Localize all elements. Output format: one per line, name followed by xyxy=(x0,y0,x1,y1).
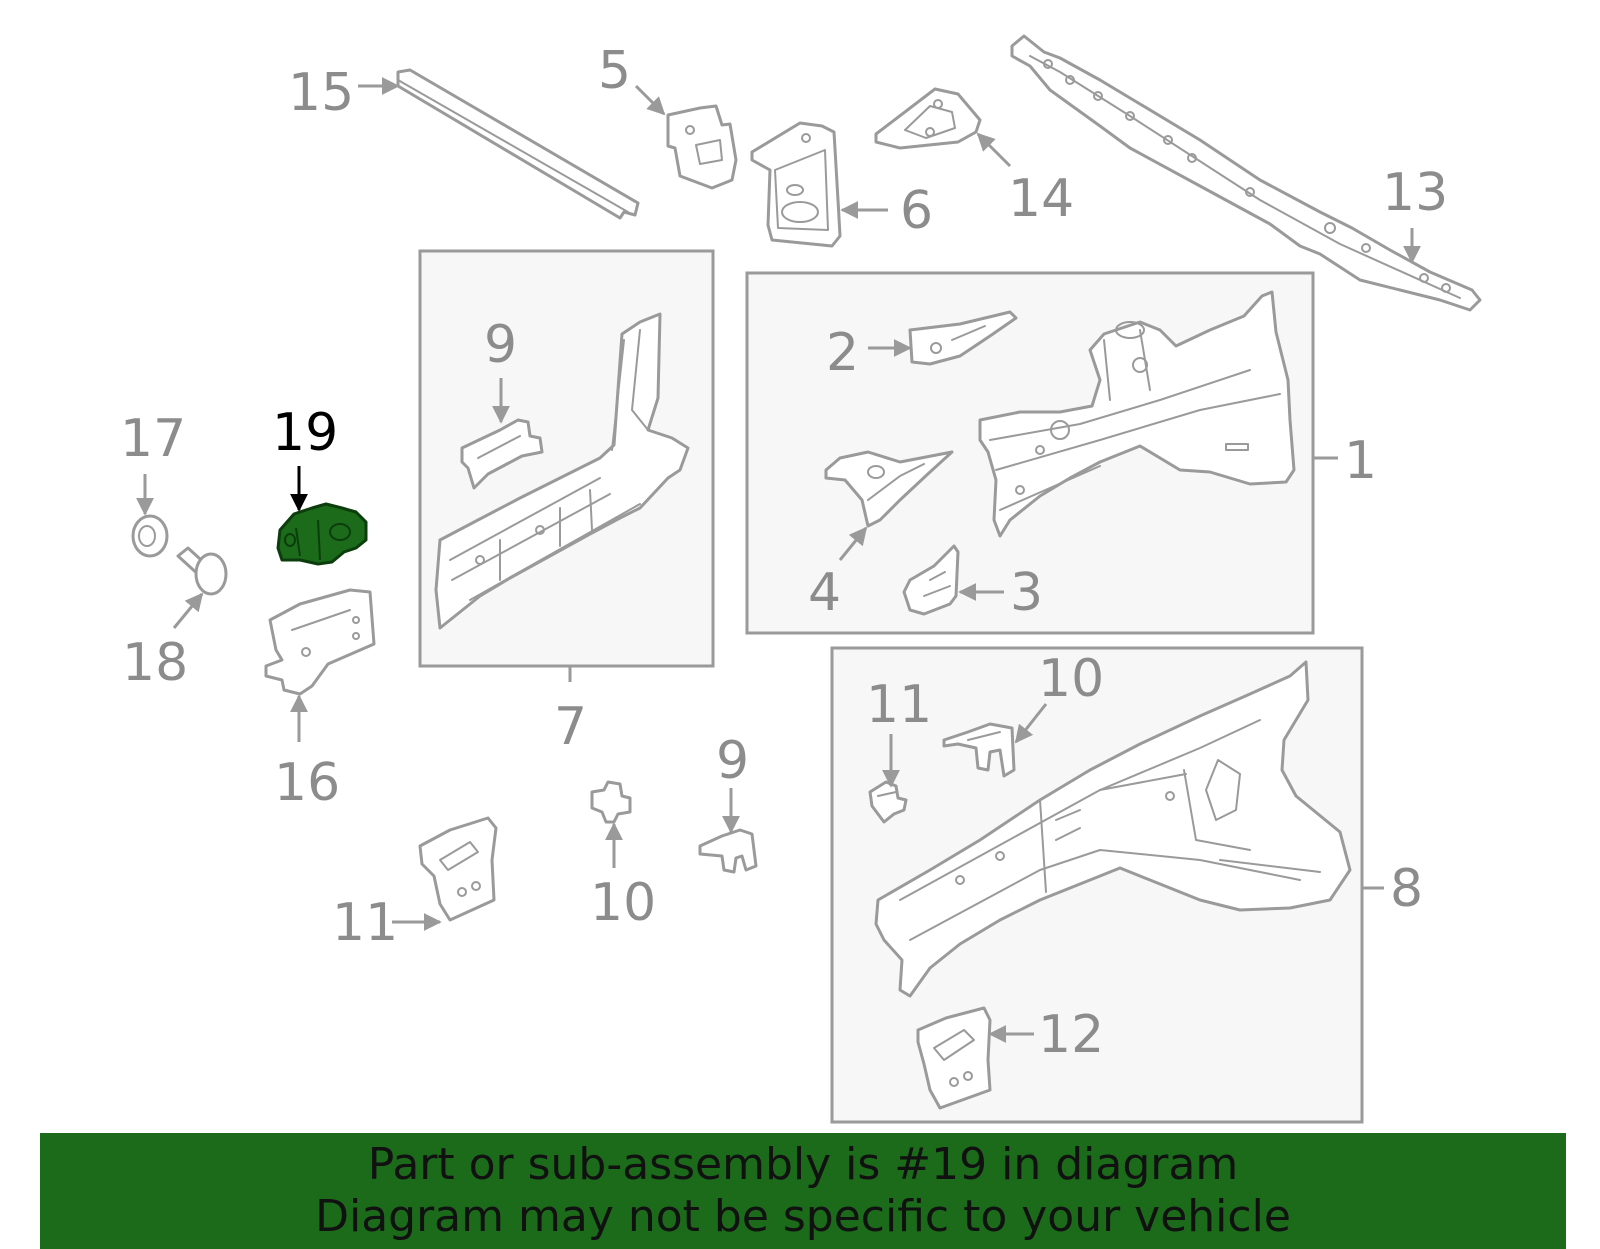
callout-14: 14 xyxy=(1008,169,1074,229)
banner-line-1: Part or sub-assembly is #19 in diagram xyxy=(367,1139,1239,1190)
leader-14 xyxy=(976,132,1012,168)
leader-10b xyxy=(1014,703,1048,744)
callout-8: 8 xyxy=(1390,859,1423,919)
callout-19: 19 xyxy=(272,403,338,463)
callout-13: 13 xyxy=(1382,163,1448,223)
part-9-bracket-lower[interactable] xyxy=(698,828,758,874)
callout-16: 16 xyxy=(274,753,340,813)
part-9-bracket-upper[interactable] xyxy=(460,418,544,490)
part-10-bracket-lower[interactable] xyxy=(590,780,632,824)
callout-1: 1 xyxy=(1344,431,1377,491)
callout-4: 4 xyxy=(808,563,841,623)
part-12-bracket[interactable] xyxy=(916,1006,992,1110)
part-3-bracket[interactable] xyxy=(902,544,960,616)
part-16-bracket[interactable] xyxy=(264,588,376,696)
part-15-rail[interactable] xyxy=(396,68,640,220)
leader-4 xyxy=(838,526,868,561)
part-8-apron-assembly[interactable] xyxy=(874,660,1352,998)
banner-line-2: Diagram may not be specific to your vehi… xyxy=(315,1191,1291,1242)
callout-3: 3 xyxy=(1010,563,1043,623)
part-11-bracket-lower[interactable] xyxy=(418,816,498,922)
callout-15: 15 xyxy=(288,63,354,123)
part-17-nut[interactable] xyxy=(131,514,169,558)
callout-9a: 9 xyxy=(484,315,517,375)
callout-17: 17 xyxy=(120,409,186,469)
callout-7: 7 xyxy=(554,697,587,757)
callout-11b: 11 xyxy=(866,675,932,735)
part-4-bracket[interactable] xyxy=(824,450,954,528)
part-6-panel[interactable] xyxy=(750,121,842,248)
callout-10b: 10 xyxy=(1038,649,1104,709)
leader-18 xyxy=(172,592,204,629)
callout-10a: 10 xyxy=(590,873,656,933)
part-19-bracket-highlighted[interactable] xyxy=(276,502,368,566)
callout-6: 6 xyxy=(900,181,933,241)
callout-11a: 11 xyxy=(332,893,398,953)
part-13-cross-member[interactable] xyxy=(1010,34,1482,312)
callout-12: 12 xyxy=(1038,1005,1104,1065)
callout-18: 18 xyxy=(122,633,188,693)
leader-5 xyxy=(634,84,666,116)
part-2-gusset[interactable] xyxy=(908,310,1018,366)
part-1-front-frame[interactable] xyxy=(978,290,1296,538)
part-14-plate[interactable] xyxy=(874,87,982,150)
callout-9b: 9 xyxy=(716,731,749,791)
part-10-bracket-upper[interactable] xyxy=(942,722,1016,778)
part-5-bracket[interactable] xyxy=(666,104,738,190)
info-banner: Part or sub-assembly is #19 in diagram D… xyxy=(40,1133,1566,1249)
part-11-bracket-upper[interactable] xyxy=(868,780,908,824)
part-7-apron-assembly[interactable] xyxy=(434,312,690,630)
callout-5: 5 xyxy=(598,41,631,101)
part-18-stud[interactable] xyxy=(176,546,228,596)
callout-2: 2 xyxy=(826,323,859,383)
